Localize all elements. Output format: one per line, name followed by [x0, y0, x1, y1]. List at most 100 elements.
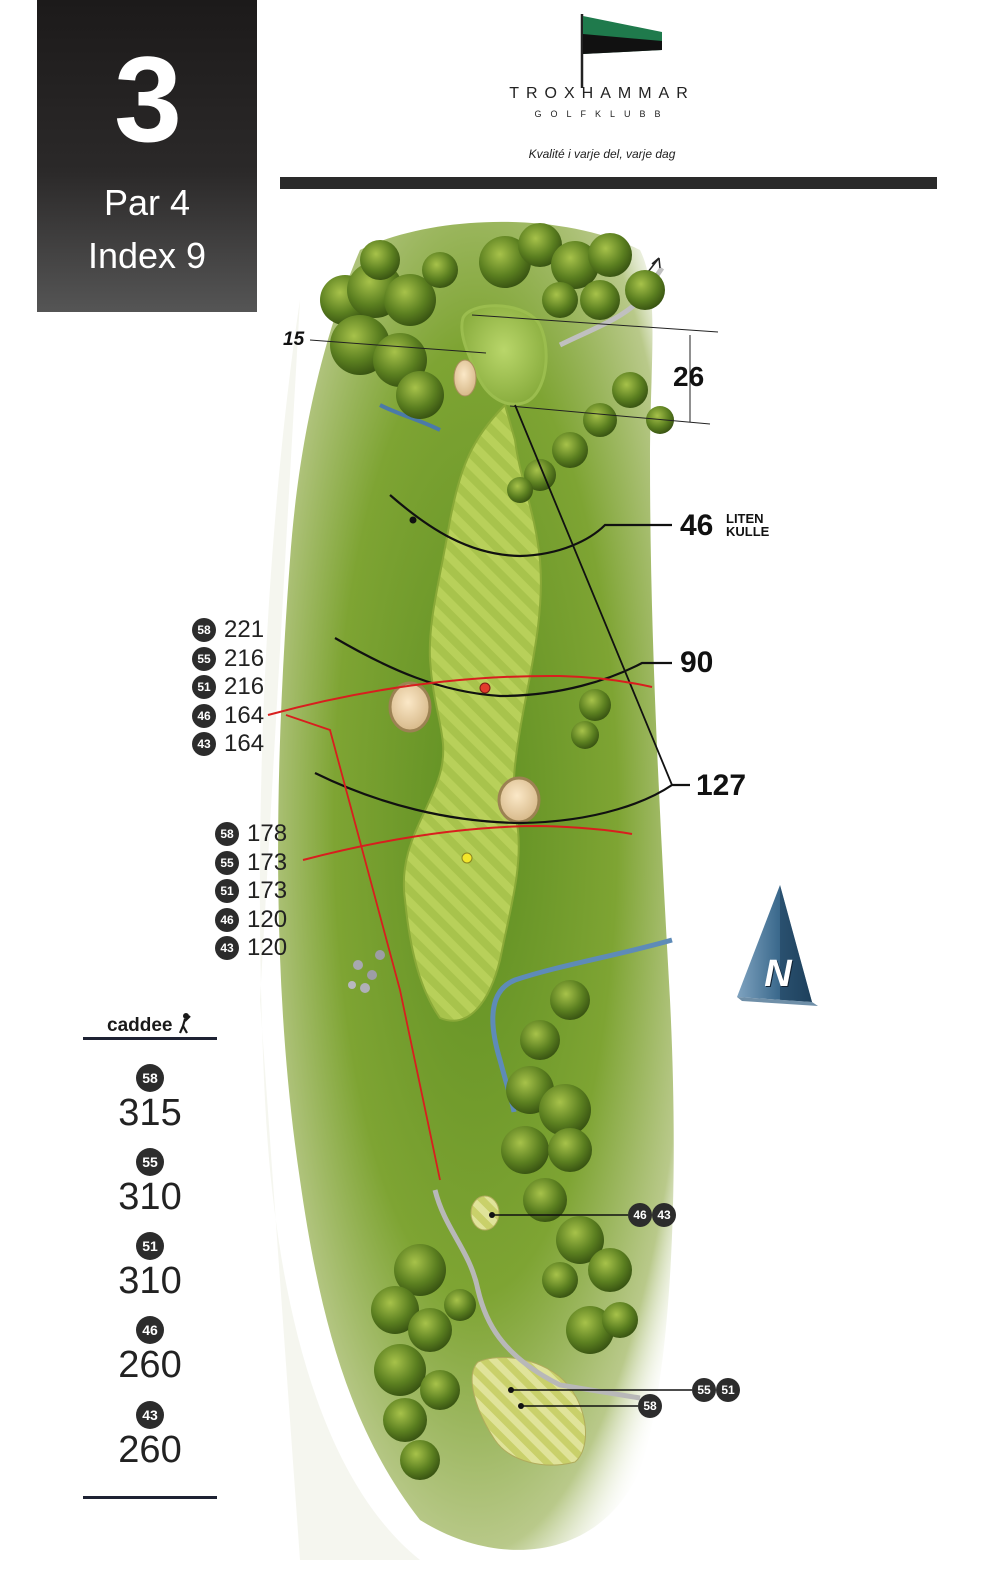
green-back-line	[509, 405, 711, 425]
sidebar-divider-top	[83, 1037, 217, 1040]
hazard-distance: 216	[224, 644, 265, 672]
sidebar-divider-bottom	[83, 1496, 217, 1499]
hazard-distance: 120	[247, 905, 288, 933]
tee-badge: 46	[628, 1203, 652, 1227]
tee-badge: 55	[192, 646, 216, 671]
tee-length-entry: 46 260	[83, 1316, 217, 1384]
north-compass-icon	[737, 885, 818, 1006]
arc-127	[314, 772, 690, 825]
pond-edge	[379, 403, 441, 432]
tee-badge: 58	[215, 822, 239, 847]
compass-north-letter: N	[764, 953, 792, 995]
carry-127-label: 127	[696, 769, 747, 802]
tee-badge: 43	[136, 1401, 164, 1429]
green-front-line	[471, 314, 719, 333]
tee-badge: 51	[716, 1378, 740, 1402]
hazard-row: 51 216	[192, 673, 264, 702]
arc-46-dot	[409, 516, 417, 524]
tee-badge: 46	[215, 907, 239, 932]
header-divider	[280, 177, 937, 189]
green-width-leader	[309, 339, 487, 354]
yellow-marker-icon	[461, 852, 473, 864]
tee-badge: 43	[215, 936, 239, 961]
tee-length: 260	[118, 1429, 182, 1471]
tree-cluster-right-lower	[501, 980, 638, 1354]
green-depth-label: 26	[673, 361, 705, 392]
hazard-row: 46 120	[215, 906, 287, 935]
hole-number: 3	[114, 31, 182, 167]
carry-46-note-line2: KULLE	[726, 524, 770, 539]
hazard-distance: 164	[224, 730, 265, 758]
hole-par: Par 4	[103, 182, 191, 223]
rocks	[348, 950, 385, 993]
flag-logo-icon	[580, 14, 662, 88]
golfer-icon	[178, 1013, 191, 1034]
tee-length-entry: 51 310	[83, 1232, 217, 1300]
tee-badge: 55	[136, 1148, 164, 1176]
hazard-row: 55 216	[192, 645, 264, 674]
tee-length-entry: 55 310	[83, 1148, 217, 1216]
arc-46	[389, 494, 672, 558]
arrow-to-next-hole-icon	[647, 257, 661, 273]
cart-path	[432, 1189, 641, 1401]
tee-marker-back: 58	[638, 1394, 662, 1418]
tee-length: 310	[118, 1176, 182, 1218]
tee-badge: 46	[136, 1316, 164, 1344]
tee-length-entry: 58 315	[83, 1064, 217, 1132]
fairway-bunker-right	[497, 776, 541, 824]
tee-badge: 43	[652, 1203, 676, 1227]
greenside-bunker	[453, 359, 477, 397]
carry-90-label: 90	[680, 646, 714, 679]
red-marker-icon	[479, 682, 491, 694]
tee-badge: 58	[136, 1064, 164, 1092]
tee-length: 260	[118, 1344, 182, 1386]
tee-badge: 55	[215, 850, 239, 875]
caddee-logo: caddee	[107, 1012, 192, 1035]
tee-badge: 51	[136, 1232, 164, 1260]
hazard-distance: 178	[247, 820, 288, 848]
tee-length: 310	[118, 1260, 182, 1302]
red-line-to-tee	[285, 714, 441, 1181]
arc-90	[334, 637, 672, 698]
fairway	[402, 403, 542, 1022]
carry-46-note-line1: LITEN	[726, 511, 764, 526]
club-subtitle: GOLFKLUBB	[534, 109, 670, 119]
hazard-row: 43 120	[215, 934, 287, 963]
hole-info-panel: 3 Par 4 Index 9	[37, 0, 257, 312]
green-to-127-line	[514, 404, 673, 786]
hazard-distance: 173	[247, 877, 288, 905]
tee-length-entry: 43 260	[83, 1401, 217, 1469]
tree-cluster-left-lower	[371, 1244, 476, 1480]
hazard-distance: 164	[224, 701, 265, 729]
tee-badge: 58	[638, 1394, 662, 1418]
tee-badge: 46	[192, 703, 216, 728]
green-width-label: 15	[283, 329, 305, 350]
hazard-row: 58 178	[215, 820, 287, 849]
hazard-row: 46 164	[192, 702, 264, 731]
carry-46-label: 46	[680, 509, 714, 542]
hazard-distance: 120	[247, 934, 288, 962]
red-line-upper	[267, 674, 653, 716]
forward-tee	[470, 1195, 500, 1231]
hazard-distance: 173	[247, 848, 288, 876]
tee-badge: 55	[692, 1378, 716, 1402]
hazard-distance: 216	[224, 673, 265, 701]
hazard-distance: 221	[224, 616, 265, 644]
hazard-row: 55 173	[215, 849, 287, 878]
hazard-row: 43 164	[192, 730, 264, 759]
tee-badge: 58	[192, 618, 216, 643]
tee-badge: 43	[192, 732, 216, 757]
tee-length: 315	[118, 1092, 182, 1134]
fairway-bunker-left	[388, 681, 432, 733]
club-tagline: Kvalité i varje del, varje dag	[528, 147, 676, 161]
club-name: TROXHAMMAR	[509, 85, 695, 102]
hazard-distance-list-upper: 58 221 55 216 51 216 46 164 43 164	[192, 616, 264, 759]
tee-badge: 51	[192, 675, 216, 700]
caddee-brand-text: caddee	[107, 1015, 173, 1036]
hole-index: Index 9	[87, 235, 207, 276]
tee-marker-forward: 46 43	[628, 1203, 676, 1227]
tee-marker-middle: 55 51	[692, 1378, 740, 1402]
